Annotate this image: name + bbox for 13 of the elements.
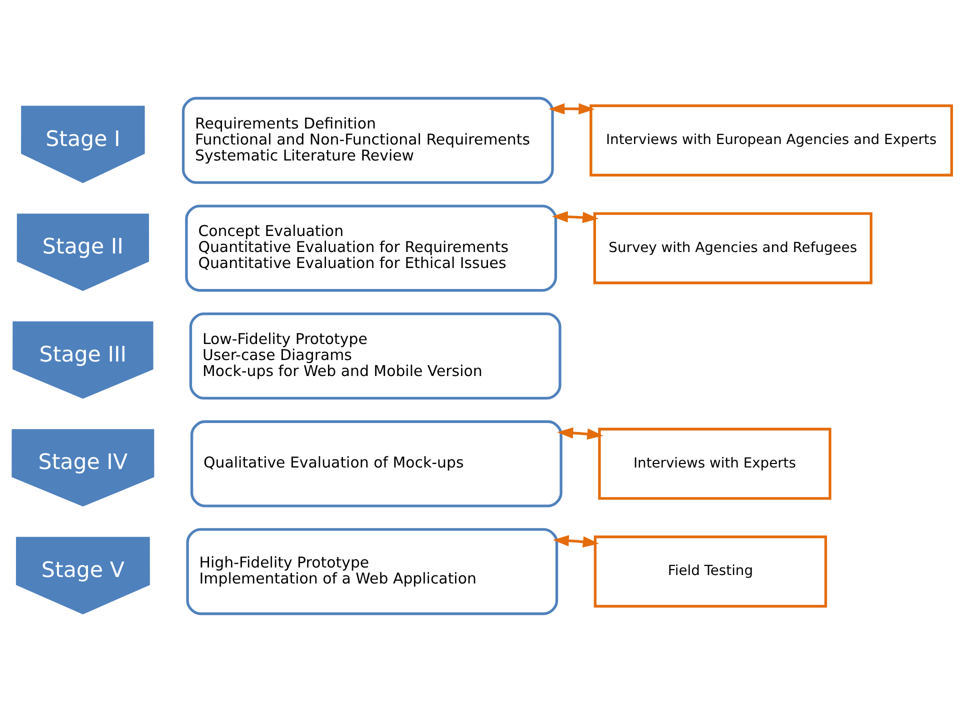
arrow <box>552 534 599 547</box>
node-box: Survey with Agencies and Refugees <box>593 212 872 284</box>
node-box: Concept Evaluation Quantitative Evaluation for Requirements Quantitative Evaluation for Ethical Issues <box>185 204 558 292</box>
arrow <box>552 210 599 223</box>
node-box: Interviews with Experts <box>598 427 832 500</box>
node-box: Qualitative Evaluation of Mock-ups <box>190 420 562 507</box>
arrow <box>557 426 604 440</box>
arrow <box>548 102 595 114</box>
node-box: Requirements Definition Functional and Non-Functional Requirements Systematic Literature Review <box>182 96 554 184</box>
node-box: Interviews with European Agencies and Experts <box>590 104 953 176</box>
node-box: Field Testing <box>594 535 828 608</box>
node-box: Low-Fidelity Prototype User-case Diagrams Mock-ups for Web and Mobile Version <box>189 312 562 399</box>
node-box: High-Fidelity Prototype Implementation of a Web Application <box>186 528 558 615</box>
